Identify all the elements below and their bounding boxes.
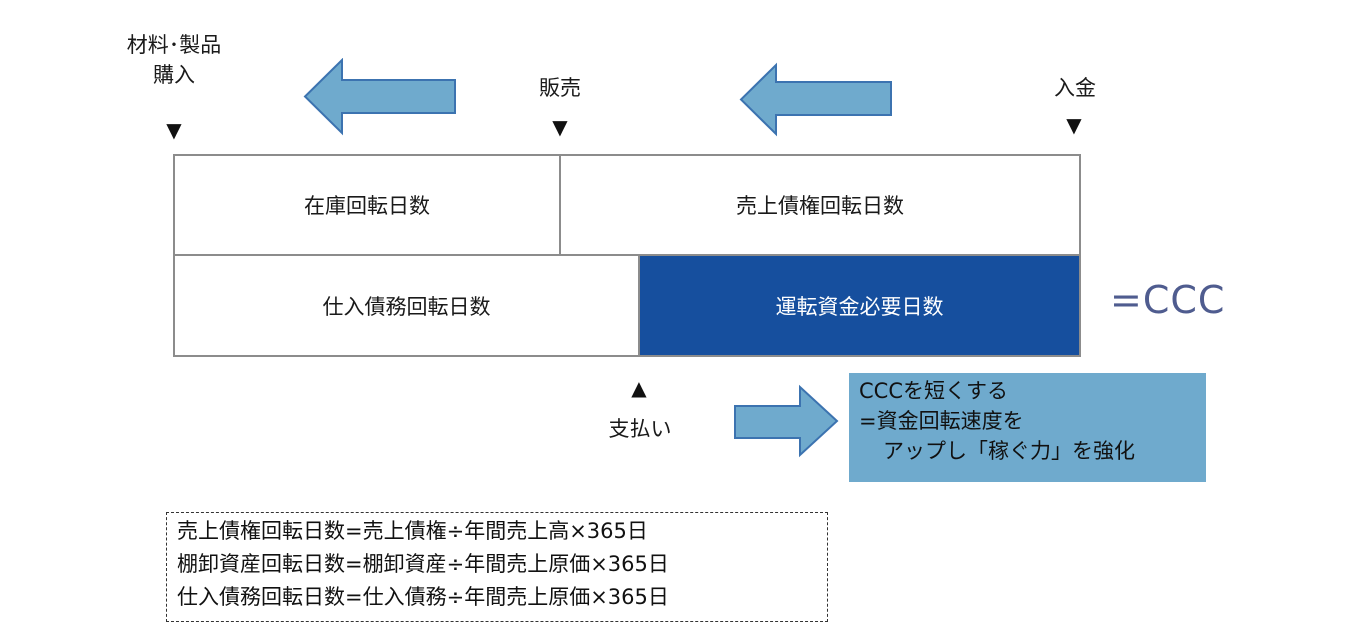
sale-label: 販売 <box>539 76 581 100</box>
receipt-marker-down-icon: ▼ <box>1066 113 1082 137</box>
right-arrow-icon <box>734 384 839 458</box>
inventory-days-cell: 在庫回転日数 <box>173 154 561 256</box>
payable-days-cell: 仕入債務回転日数 <box>173 254 640 357</box>
purchase-label: 材料･製品 購入 <box>100 30 248 90</box>
purchase-marker-down-icon: ▼ <box>166 118 182 142</box>
callout-line-2: =資金回転速度を <box>859 409 1024 433</box>
payment-label: 支払い <box>608 417 672 441</box>
ccc-callout-box: CCCを短くする =資金回転速度を アップし「稼ぐ力」を強化 <box>849 373 1206 482</box>
formula-payable: 仕入債務回転日数=仕入債務÷年間売上原価×365日 <box>177 585 669 609</box>
payment-marker-up-icon: ▲ <box>631 376 647 400</box>
receipt-label: 入金 <box>1054 76 1096 100</box>
purchase-label-line2: 購入 <box>153 63 195 87</box>
ccc-equation: =CCC <box>1110 278 1226 322</box>
left-arrow-icon <box>739 62 892 137</box>
payable-days-label: 仕入債務回転日数 <box>322 294 491 319</box>
formula-inventory: 棚卸資産回転日数=棚卸資産÷年間売上原価×365日 <box>177 552 669 576</box>
receivable-days-cell: 売上債権回転日数 <box>559 154 1081 256</box>
working-capital-days-cell: 運転資金必要日数 <box>638 254 1081 357</box>
sale-marker-down-icon: ▼ <box>552 115 568 139</box>
callout-line-3: アップし「稼ぐ力」を強化 <box>883 439 1135 463</box>
receivable-days-label: 売上債権回転日数 <box>736 194 904 218</box>
formula-receivable: 売上債権回転日数=売上債権÷年間売上高×365日 <box>177 519 648 543</box>
formula-box: 売上債権回転日数=売上債権÷年間売上高×365日 棚卸資産回転日数=棚卸資産÷年… <box>166 512 828 622</box>
inventory-days-label: 在庫回転日数 <box>304 194 430 218</box>
left-arrow-icon <box>303 58 456 136</box>
working-capital-days-label: 運転資金必要日数 <box>775 294 944 319</box>
purchase-label-line1: 材料･製品 <box>126 33 222 57</box>
callout-line-1: CCCを短くする <box>859 379 1008 403</box>
